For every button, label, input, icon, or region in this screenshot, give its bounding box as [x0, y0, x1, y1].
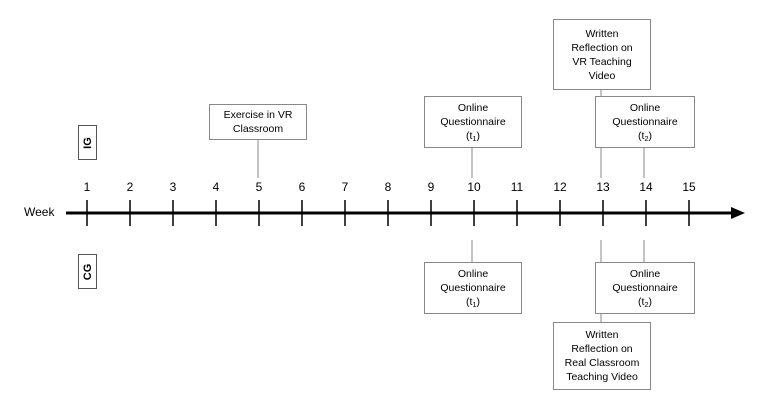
- week-tick-label-5: 5: [255, 180, 263, 194]
- group-label-cg: CG: [78, 254, 97, 289]
- time-point-label: (t2): [637, 130, 653, 143]
- cg-box-online-questionnaire-t1: Online Questionnaire (t1): [424, 262, 522, 314]
- time-point-label: (t1): [465, 296, 481, 309]
- time-point-label: (t2): [637, 296, 653, 309]
- week-tick-label-15: 15: [682, 180, 696, 194]
- ig-box-online-questionnaire-t2: Online Questionnaire (t2): [595, 96, 695, 148]
- cg-box-online-questionnaire-t2: Online Questionnaire (t2): [595, 262, 695, 314]
- time-point-label: (t1): [465, 130, 481, 143]
- cg-box-written-reflection-real-classroom-video: Written Reflection on Real Classroom Tea…: [553, 322, 651, 390]
- week-tick-label-11: 11: [510, 180, 524, 194]
- week-axis-label: Week: [24, 205, 55, 219]
- week-tick-label-10: 10: [467, 180, 481, 194]
- week-tick-label-7: 7: [341, 180, 349, 194]
- week-tick-label-14: 14: [639, 180, 653, 194]
- week-tick-label-9: 9: [427, 180, 435, 194]
- week-tick-label-12: 12: [553, 180, 567, 194]
- ig-box-written-reflection-vr-video: Written Reflection on VR Teaching Video: [553, 19, 651, 90]
- week-tick-label-13: 13: [596, 180, 610, 194]
- ig-box-online-questionnaire-t1: Online Questionnaire (t1): [424, 96, 522, 148]
- week-tick-label-3: 3: [169, 180, 177, 194]
- week-tick-label-8: 8: [384, 180, 392, 194]
- week-tick-label-2: 2: [126, 180, 134, 194]
- week-tick-label-6: 6: [298, 180, 306, 194]
- group-label-ig: IG: [78, 125, 97, 160]
- week-tick-label-1: 1: [83, 180, 91, 194]
- ig-box-exercise-vr-classroom: Exercise in VR Classroom: [209, 104, 307, 140]
- axis-arrowhead: [731, 207, 745, 219]
- week-tick-label-4: 4: [212, 180, 220, 194]
